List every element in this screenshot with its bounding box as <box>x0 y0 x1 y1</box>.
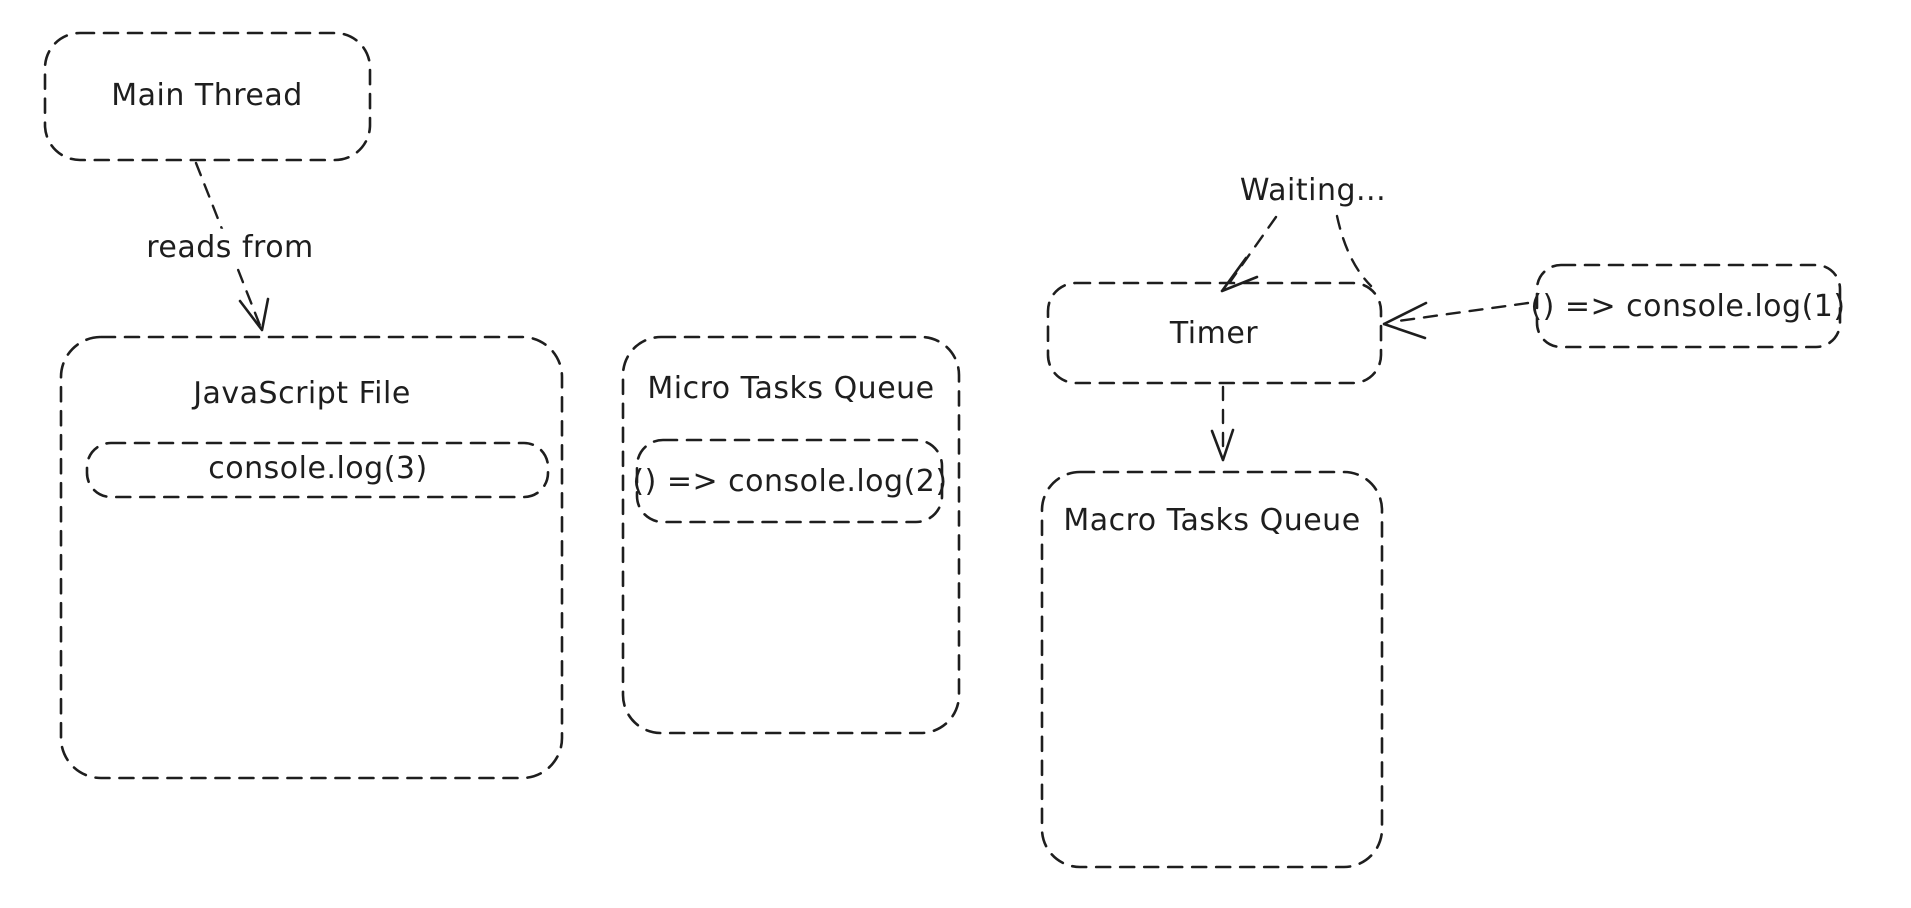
console-log-3-label: console.log(3) <box>208 450 428 486</box>
javascript-file-box <box>59 335 564 780</box>
waiting-arrow-line <box>1228 215 1278 284</box>
edge-layer <box>194 161 1530 462</box>
waiting-line-right <box>1335 214 1373 288</box>
waiting-annotation: Waiting... <box>1239 172 1387 208</box>
micro-tasks-queue-box <box>621 335 961 735</box>
console-log-1-box <box>1535 263 1842 349</box>
console-log-3-box <box>85 441 550 499</box>
timer-label: Timer <box>1169 315 1259 351</box>
main-thread-label: Main Thread <box>111 77 303 113</box>
micro-tasks-queue-label: Micro Tasks Queue <box>647 370 935 406</box>
timer-to-macro-arrowhead <box>1210 428 1235 462</box>
log1-to-timer-arrow-line <box>1396 301 1530 323</box>
reads-from-edge-label: reads from <box>138 228 322 268</box>
reads-from-arrow-line <box>194 161 263 330</box>
waiting-arrowhead <box>1220 256 1259 293</box>
timer-box <box>1046 281 1383 385</box>
macro-tasks-queue-label: Macro Tasks Queue <box>1063 502 1361 538</box>
macro-tasks-queue-box <box>1040 470 1384 869</box>
main-thread-box <box>43 31 372 162</box>
console-log-1-label: () => console.log(1) <box>1530 288 1846 324</box>
console-log-2-label: () => console.log(2) <box>632 463 948 499</box>
shape-layer <box>43 31 1842 869</box>
log1-to-timer-arrowhead <box>1382 301 1428 340</box>
reads-from-arrowhead <box>238 297 270 332</box>
javascript-file-label: JavaScript File <box>193 375 411 411</box>
console-log-2-box <box>635 438 944 524</box>
